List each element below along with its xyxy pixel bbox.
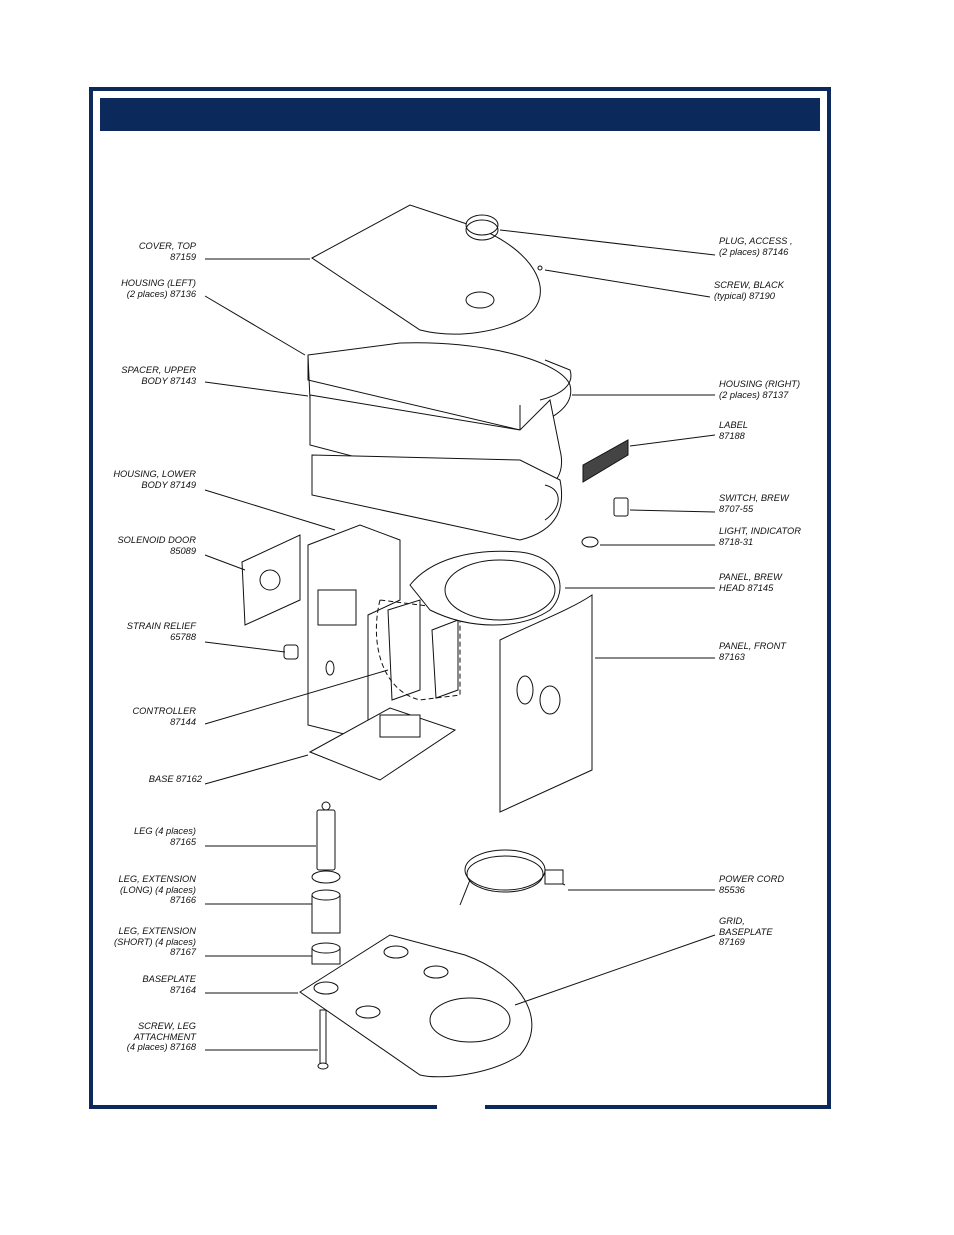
leg-part [311,801,341,884]
leader-lines [204,229,716,1051]
switch-brew-part [613,497,629,517]
power-cord-part [459,849,566,906]
baseplate-part [299,934,533,1078]
base-part [308,707,457,781]
screw-black-part [537,265,543,271]
plug-access-part [465,214,499,241]
label-leg-extension-long: LEG, EXTENSION(LONG) (4 places)87166 [118,874,197,905]
body-frame-part [307,524,401,741]
label-leg-extension-short: LEG, EXTENSION(SHORT) (4 places)87167 [114,926,196,957]
page-number-gap [437,1099,485,1111]
panel-brew-head-part [409,550,561,626]
strain-relief-part [283,644,299,660]
leg-extension-long-part [311,889,341,934]
lower-housing-part [311,454,563,541]
label-base: BASE 87162 [148,774,202,784]
label-housing-right: HOUSING (RIGHT)(2 places) 87137 [719,379,801,400]
leg-extension-short-part [311,942,341,965]
title-bar [100,98,820,131]
label-housing-left: HOUSING (LEFT)(2 places) 87136 [121,278,196,299]
screw-leg-part [317,1009,329,1070]
controller-part [375,599,461,701]
solenoid-door-part [241,534,301,626]
panel-front-part [499,594,593,813]
cover-top-part [311,204,541,335]
label-plug-access: PLUG, ACCESS ,(2 places) 87146 [719,236,793,257]
light-indicator-part [581,536,599,548]
label-part [582,439,629,483]
grid-baseplate-part [429,997,511,1043]
label-screw-black: SCREW, BLACK(typical) 87190 [714,280,784,301]
label-leg: LEG (4 places)87165 [133,826,196,847]
